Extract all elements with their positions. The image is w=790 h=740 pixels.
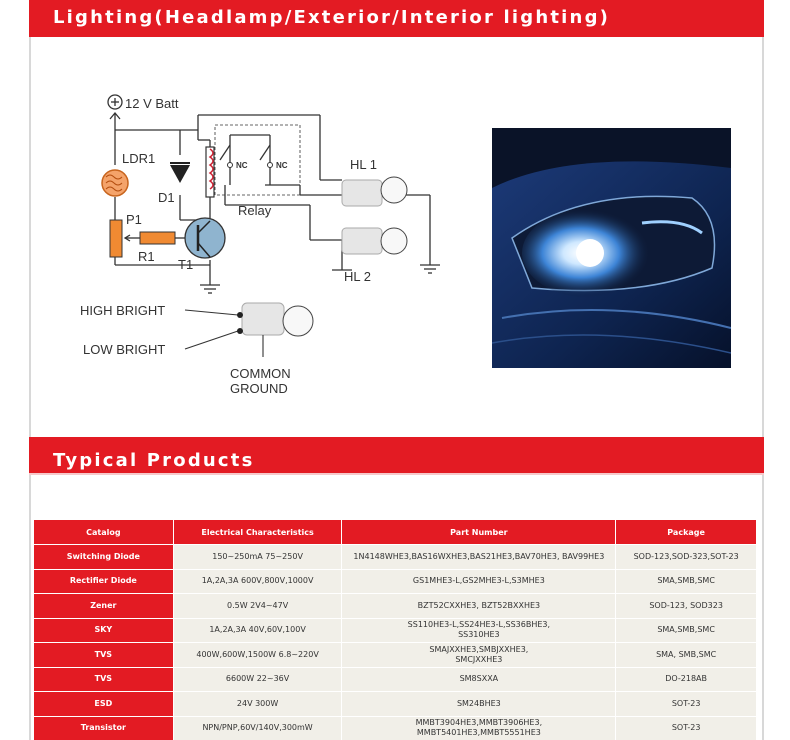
cell-part-number: SM8SXXA <box>342 667 616 691</box>
part-line: SMAJXXHE3,SMBJXXHE3, <box>429 644 529 654</box>
header-catalog: Catalog <box>34 520 173 544</box>
cell-package: SMA,SMB,SMC <box>616 569 756 593</box>
table-row: ESD 24V 300W SM24BHE3 SOT-23 <box>34 692 756 716</box>
cell-part-number: 1N4148WHE3,BAS16WXHE3,BAS21HE3,BAV70HE3,… <box>342 545 616 569</box>
section-header-products: Typical Products <box>29 437 764 475</box>
table-row: Transistor NPN/PNP,60V/140V,300mW MMBT39… <box>34 716 756 740</box>
cell-catalog: Zener <box>34 594 173 618</box>
part-line: SMCJXXHE3 <box>455 654 503 664</box>
cell-part-number: MMBT3904HE3,MMBT3906HE3,MMBT5401HE3,MMBT… <box>342 716 616 740</box>
label-diode: D1 <box>158 190 175 205</box>
label-lamp-1: HL 1 <box>350 157 377 172</box>
cell-electrical: 150~250mA 75~250V <box>173 545 342 569</box>
cell-part-number: SM24BHE3 <box>342 692 616 716</box>
cell-electrical: 1A,2A,3A 600V,800V,1000V <box>173 569 342 593</box>
cell-catalog: Rectifier Diode <box>34 569 173 593</box>
header-electrical: Electrical Characteristics <box>173 520 342 544</box>
label-nc-1: NC <box>236 161 248 170</box>
cell-catalog: SKY <box>34 618 173 642</box>
section-title: Lighting(Headlamp/Exterior/Interior ligh… <box>53 7 611 28</box>
table-header-row: Catalog Electrical Characteristics Part … <box>34 520 756 544</box>
part-line: 1N4148WHE3,BAS16WXHE3,BAS21HE3,BAV70HE3,… <box>353 551 605 561</box>
table-row: Rectifier Diode 1A,2A,3A 600V,800V,1000V… <box>34 569 756 593</box>
header-package: Package <box>616 520 756 544</box>
table-row: Switching Diode 150~250mA 75~250V 1N4148… <box>34 545 756 569</box>
label-common: COMMON <box>230 366 291 381</box>
cell-part-number: SMAJXXHE3,SMBJXXHE3,SMCJXXHE3 <box>342 643 616 667</box>
cell-package: SOT-23 <box>616 716 756 740</box>
part-line: SM8SXXA <box>459 674 499 684</box>
label-high-bright: HIGH BRIGHT <box>80 303 165 318</box>
cell-catalog: ESD <box>34 692 173 716</box>
label-supply: 12 V Batt <box>125 96 179 111</box>
part-line: SS110HE3-L,SS24HE3-L,SS36BHE3, <box>407 620 551 630</box>
headlamp-photo <box>492 128 731 368</box>
part-line: GS1MHE3-L,GS2MHE3-L,S3MHE3 <box>412 576 545 586</box>
products-table: Catalog Electrical Characteristics Part … <box>33 519 757 740</box>
part-line: SM24BHE3 <box>456 698 501 708</box>
cell-catalog: TVS <box>34 667 173 691</box>
cell-electrical: 1A,2A,3A 40V,60V,100V <box>173 618 342 642</box>
cell-electrical: 6600W 22~36V <box>173 667 342 691</box>
circuit-diagram: 12 V Batt LDR1 D1 P1 R1 T1 Relay NC NC H… <box>80 94 440 396</box>
label-ground: GROUND <box>230 381 288 396</box>
cell-electrical: 0.5W 2V4~47V <box>173 594 342 618</box>
label-ldr: LDR1 <box>122 151 155 166</box>
cell-package: SOT-23 <box>616 692 756 716</box>
cell-electrical: 24V 300W <box>173 692 342 716</box>
cell-part-number: SS110HE3-L,SS24HE3-L,SS36BHE3,SS310HE3 <box>342 618 616 642</box>
cell-package: SOD-123,SOD-323,SOT-23 <box>616 545 756 569</box>
table-row: TVS 400W,600W,1500W 6.8~220V SMAJXXHE3,S… <box>34 643 756 667</box>
cell-part-number: BZT52CXXHE3, BZT52BXXHE3 <box>342 594 616 618</box>
header-part-number: Part Number <box>342 520 616 544</box>
cell-package: DO-218AB <box>616 667 756 691</box>
part-line: MMBT3904HE3,MMBT3906HE3, <box>415 718 543 728</box>
cell-package: SMA, SMB,SMC <box>616 643 756 667</box>
cell-electrical: 400W,600W,1500W 6.8~220V <box>173 643 342 667</box>
table-row: TVS 6600W 22~36V SM8SXXA DO-218AB <box>34 667 756 691</box>
cell-package: SMA,SMB,SMC <box>616 618 756 642</box>
label-relay: Relay <box>238 203 272 218</box>
label-low-bright: LOW BRIGHT <box>83 342 165 357</box>
cell-catalog: Transistor <box>34 716 173 740</box>
label-transistor: T1 <box>178 257 193 272</box>
cell-electrical: NPN/PNP,60V/140V,300mW <box>173 716 342 740</box>
table-row: Zener 0.5W 2V4~47V BZT52CXXHE3, BZT52BXX… <box>34 594 756 618</box>
cell-part-number: GS1MHE3-L,GS2MHE3-L,S3MHE3 <box>342 569 616 593</box>
cell-catalog: TVS <box>34 643 173 667</box>
cell-package: SOD-123, SOD323 <box>616 594 756 618</box>
part-line: SS310HE3 <box>458 630 500 640</box>
label-nc-2: NC <box>276 161 288 170</box>
section-title: Typical Products <box>53 450 255 471</box>
label-pot: P1 <box>126 212 142 227</box>
cell-catalog: Switching Diode <box>34 545 173 569</box>
part-line: MMBT5401HE3,MMBT5551HE3 <box>416 728 541 738</box>
section-header-lighting: Lighting(Headlamp/Exterior/Interior ligh… <box>29 0 764 37</box>
table-row: SKY 1A,2A,3A 40V,60V,100V SS110HE3-L,SS2… <box>34 618 756 642</box>
label-resistor: R1 <box>138 249 155 264</box>
part-line: BZT52CXXHE3, BZT52BXXHE3 <box>417 600 541 610</box>
label-lamp-2: HL 2 <box>344 269 371 284</box>
